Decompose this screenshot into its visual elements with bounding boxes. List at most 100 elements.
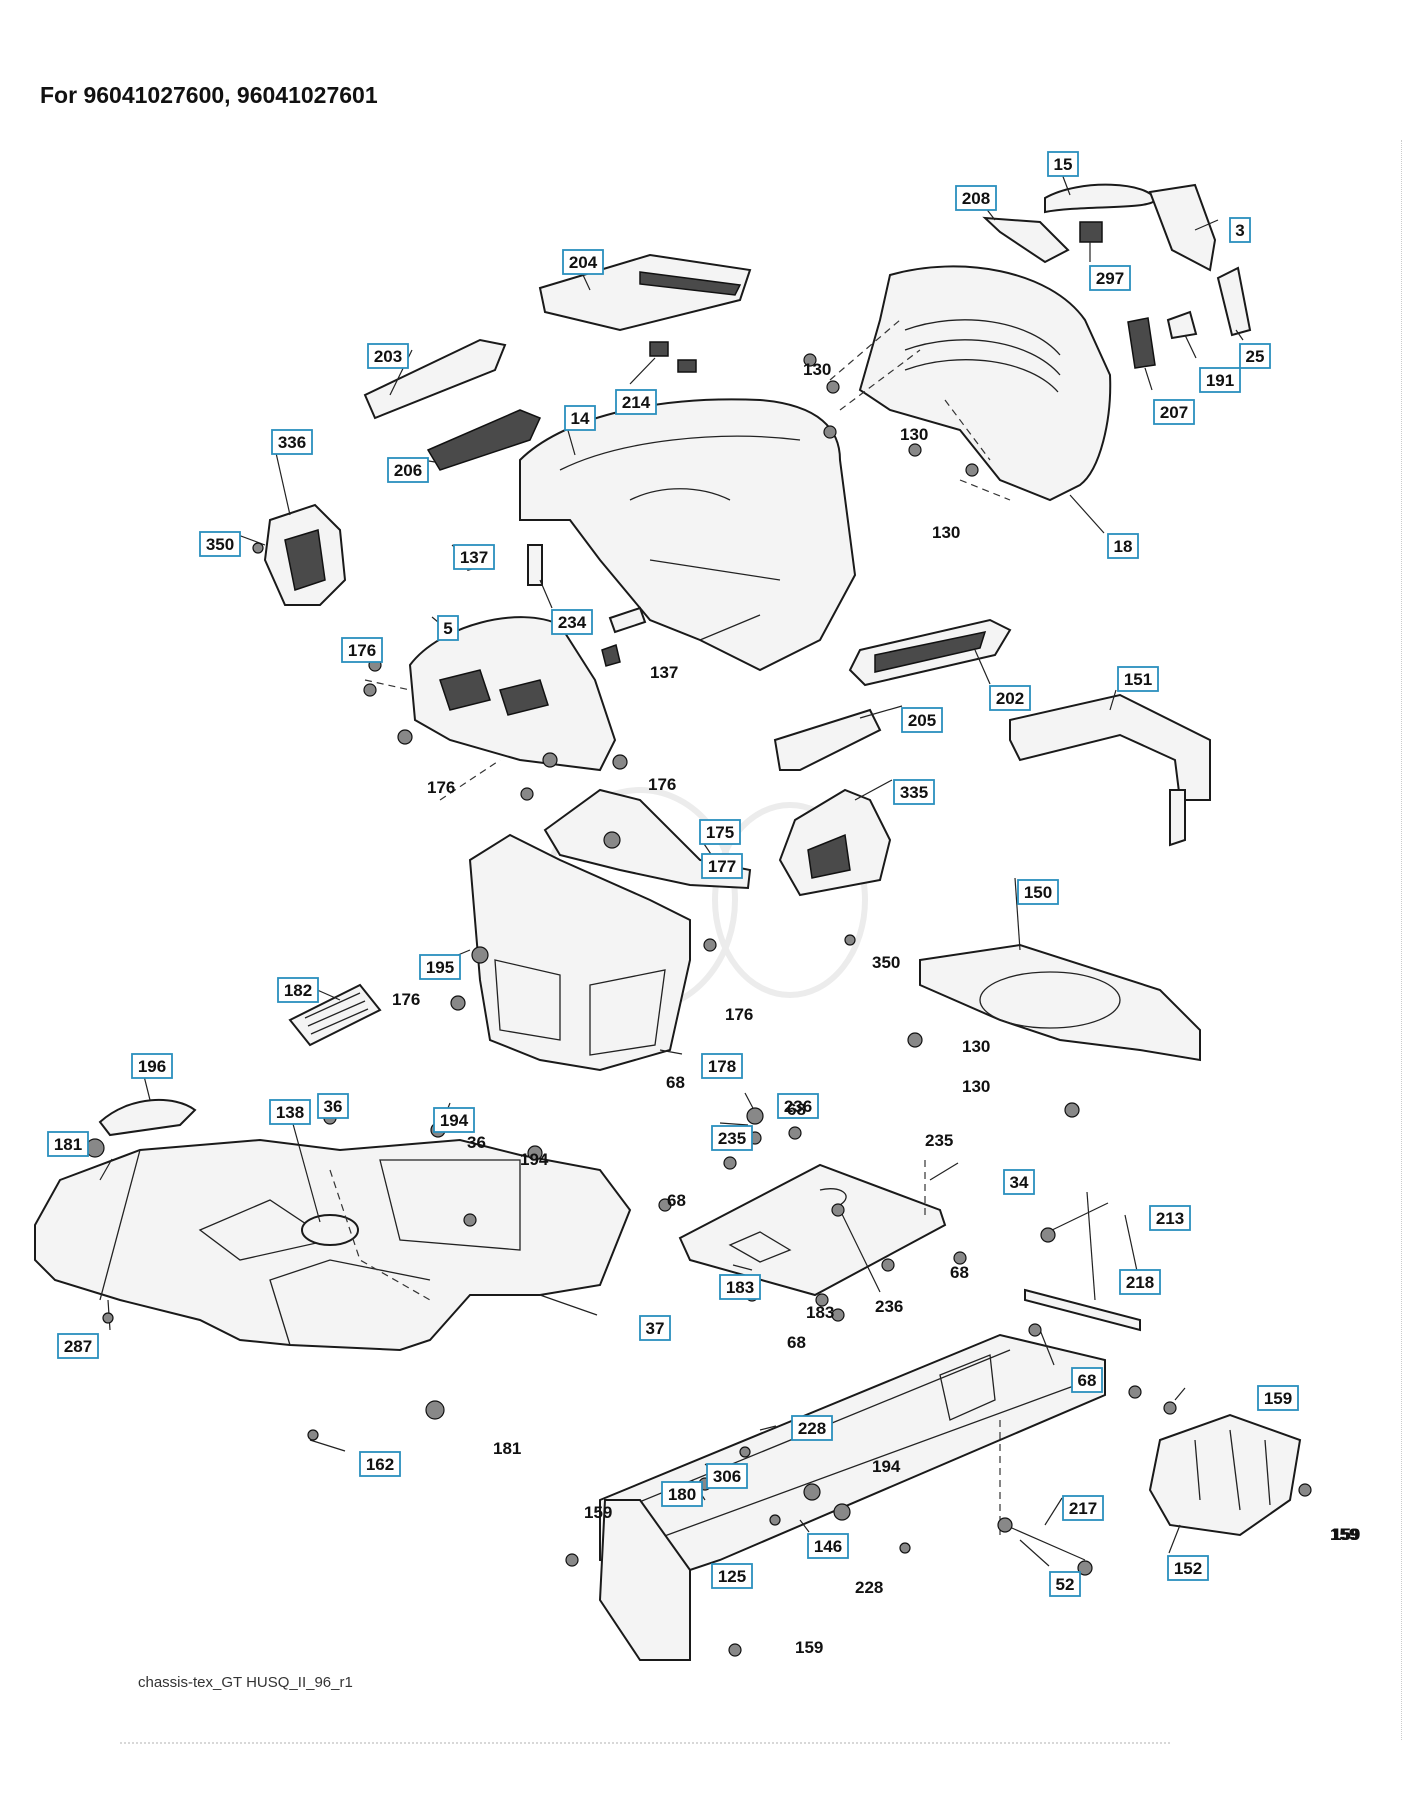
callout-box: [359, 1451, 401, 1477]
callout-box: [317, 1093, 349, 1119]
part-34-plate: [678, 1163, 947, 1297]
callout-159: 159: [795, 1638, 823, 1657]
callout-box: [1117, 666, 1159, 692]
callout-text: 195: [426, 958, 454, 977]
part-182-front-cover: [468, 833, 691, 1072]
callout-297: 297: [1089, 265, 1131, 291]
bolt-130: [803, 353, 817, 367]
callout-box: [57, 1333, 99, 1359]
callout-text: 37: [646, 1319, 665, 1338]
callout-152: 152: [1167, 1555, 1209, 1581]
callout-34: 34: [1003, 1169, 1035, 1195]
callout-box: [711, 1563, 753, 1589]
bolt-213: [1040, 1227, 1056, 1243]
part-206-vent: [426, 409, 542, 471]
callout-text: 34: [1010, 1173, 1029, 1192]
callout-text: 306: [713, 1467, 741, 1486]
bolt-287: [102, 1312, 114, 1324]
callout-text: 204: [569, 253, 598, 272]
part-214-connector-b: [677, 359, 697, 373]
callout-box: [639, 1315, 671, 1341]
callout-box: [551, 609, 593, 635]
nut-195: [471, 946, 489, 964]
callout-box: [777, 1093, 819, 1119]
callout-box: [199, 531, 241, 557]
callout-196: 196: [131, 1053, 173, 1079]
callout-236: 236: [875, 1297, 903, 1316]
part-217-rod: [1004, 1524, 1086, 1561]
bolt-159: [728, 1643, 742, 1657]
nut-236: [831, 1203, 845, 1217]
bolt-68: [723, 1156, 737, 1170]
callout-176: 176: [392, 990, 420, 1009]
callout-130: 130: [962, 1077, 990, 1096]
bolt-130: [908, 443, 922, 457]
callout-box: [615, 389, 657, 415]
part-234-strip: [527, 544, 543, 586]
callout-box: [1049, 1571, 1081, 1597]
callout-text: 217: [1069, 1499, 1097, 1518]
callout-68: 68: [1071, 1367, 1103, 1393]
callout-191: 191: [1199, 367, 1241, 393]
part-234-strip-b: [608, 606, 647, 634]
callout-151: 151: [1117, 666, 1159, 692]
callout-25: 25: [1239, 343, 1271, 369]
callout-130: 130: [962, 1037, 990, 1056]
part-150-pan: [919, 943, 1201, 1062]
callout-228: 228: [791, 1415, 833, 1441]
page-bottom-rule: [120, 1742, 1170, 1747]
callout-box: [791, 1415, 833, 1441]
part-37-fender-details: [99, 1149, 521, 1346]
callout-236: 236: [777, 1093, 819, 1119]
callout-box: [1107, 533, 1139, 559]
part-138-boot: [301, 1214, 359, 1246]
nut-194: [803, 1483, 821, 1501]
part-14-hood-details: [559, 435, 801, 641]
bolt-68: [788, 1126, 802, 1140]
callout-176: 176: [725, 1005, 753, 1024]
callout-text: 152: [1174, 1559, 1202, 1578]
callout-box: [1089, 265, 1131, 291]
bolt-159: [1298, 1483, 1312, 1497]
callout-130: 130: [932, 523, 960, 542]
callout-175: 175: [699, 819, 741, 845]
callout-text: 213: [1156, 1209, 1184, 1228]
part-182-recess: [494, 959, 666, 1056]
bolt-176: [520, 787, 534, 801]
bolt-68: [953, 1251, 967, 1265]
callout-box: [47, 1131, 89, 1157]
callout-182: 182: [277, 977, 319, 1003]
part-336-mesh: [284, 529, 326, 591]
callout-18: 18: [1107, 533, 1139, 559]
callout-206: 206: [387, 457, 429, 483]
bolt-130: [965, 463, 979, 477]
callout-box: [661, 1481, 703, 1507]
part-191: [1166, 310, 1198, 340]
callout-37: 37: [639, 1315, 671, 1341]
part-152-seat-bracket: [1148, 1413, 1302, 1537]
callout-text: 181: [54, 1135, 82, 1154]
callout-box: [564, 405, 596, 431]
bolt-228: [739, 1446, 751, 1458]
callout-box: [1119, 1269, 1161, 1295]
callout-146: 146: [807, 1533, 849, 1559]
callout-68: 68: [667, 1191, 686, 1210]
callout-labels: 1520832972519120718204214203206143363501…: [47, 151, 1360, 1657]
callout-text: 202: [996, 689, 1024, 708]
callout-5: 5: [437, 615, 459, 641]
callout-207: 207: [1153, 399, 1195, 425]
callout-350: 350: [199, 531, 241, 557]
callout-text: 68: [1078, 1371, 1097, 1390]
callout-box: [1167, 1555, 1209, 1581]
bolt-350: [252, 542, 264, 554]
callout-text: 206: [394, 461, 422, 480]
callout-text: 18: [1114, 537, 1133, 556]
part-202-mesh: [874, 631, 987, 673]
callout-183: 183: [719, 1274, 761, 1300]
callout-130: 130: [803, 360, 831, 379]
callout-text: 162: [366, 1455, 394, 1474]
callout-box: [277, 977, 319, 1003]
callout-box: [341, 637, 383, 663]
part-15-seal-strip: [1044, 183, 1157, 214]
